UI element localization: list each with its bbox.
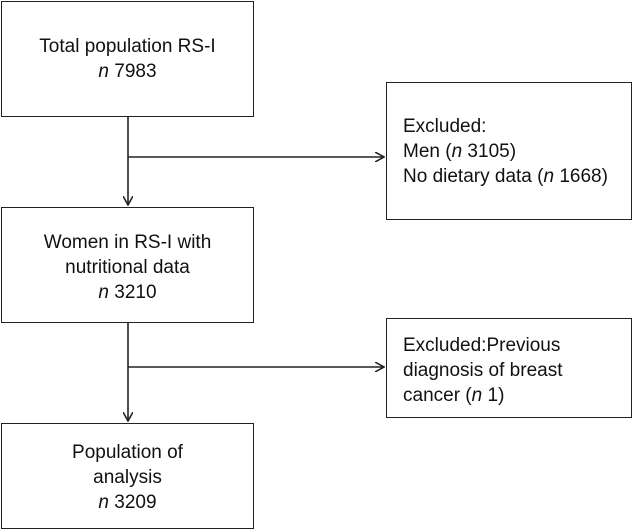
analysis-count: n 3209	[98, 492, 157, 513]
women-count: n 3210	[98, 282, 157, 303]
excluded-box-1: Excluded: Men (n 3105) No dietary data (…	[386, 82, 632, 220]
analysis-line-2: analysis	[93, 467, 162, 488]
excluded-2-line-1: Excluded:Previous	[403, 335, 561, 356]
total-population-title: Total population RS-I	[39, 36, 216, 57]
analysis-population-box: Population of analysis n 3209	[1, 423, 254, 529]
total-population-box: Total population RS-I n 7983	[1, 1, 254, 117]
excluded-no-dietary-data: No dietary data (n 1668)	[403, 166, 608, 187]
women-nutritional-box: Women in RS-I with nutritional data n 32…	[1, 207, 254, 323]
excluded-2-line-3: cancer (n 1)	[403, 385, 505, 406]
excluded-men: Men (n 3105)	[403, 141, 517, 162]
total-population-count: n 7983	[98, 61, 157, 82]
analysis-line-1: Population of	[72, 442, 183, 463]
women-line-1: Women in RS-I with	[43, 232, 212, 253]
excluded-1-title: Excluded:	[403, 116, 487, 137]
excluded-box-2: Excluded:Previous diagnosis of breast ca…	[386, 318, 632, 418]
excluded-2-line-2: diagnosis of breast	[403, 360, 563, 381]
women-line-2: nutritional data	[65, 257, 190, 278]
